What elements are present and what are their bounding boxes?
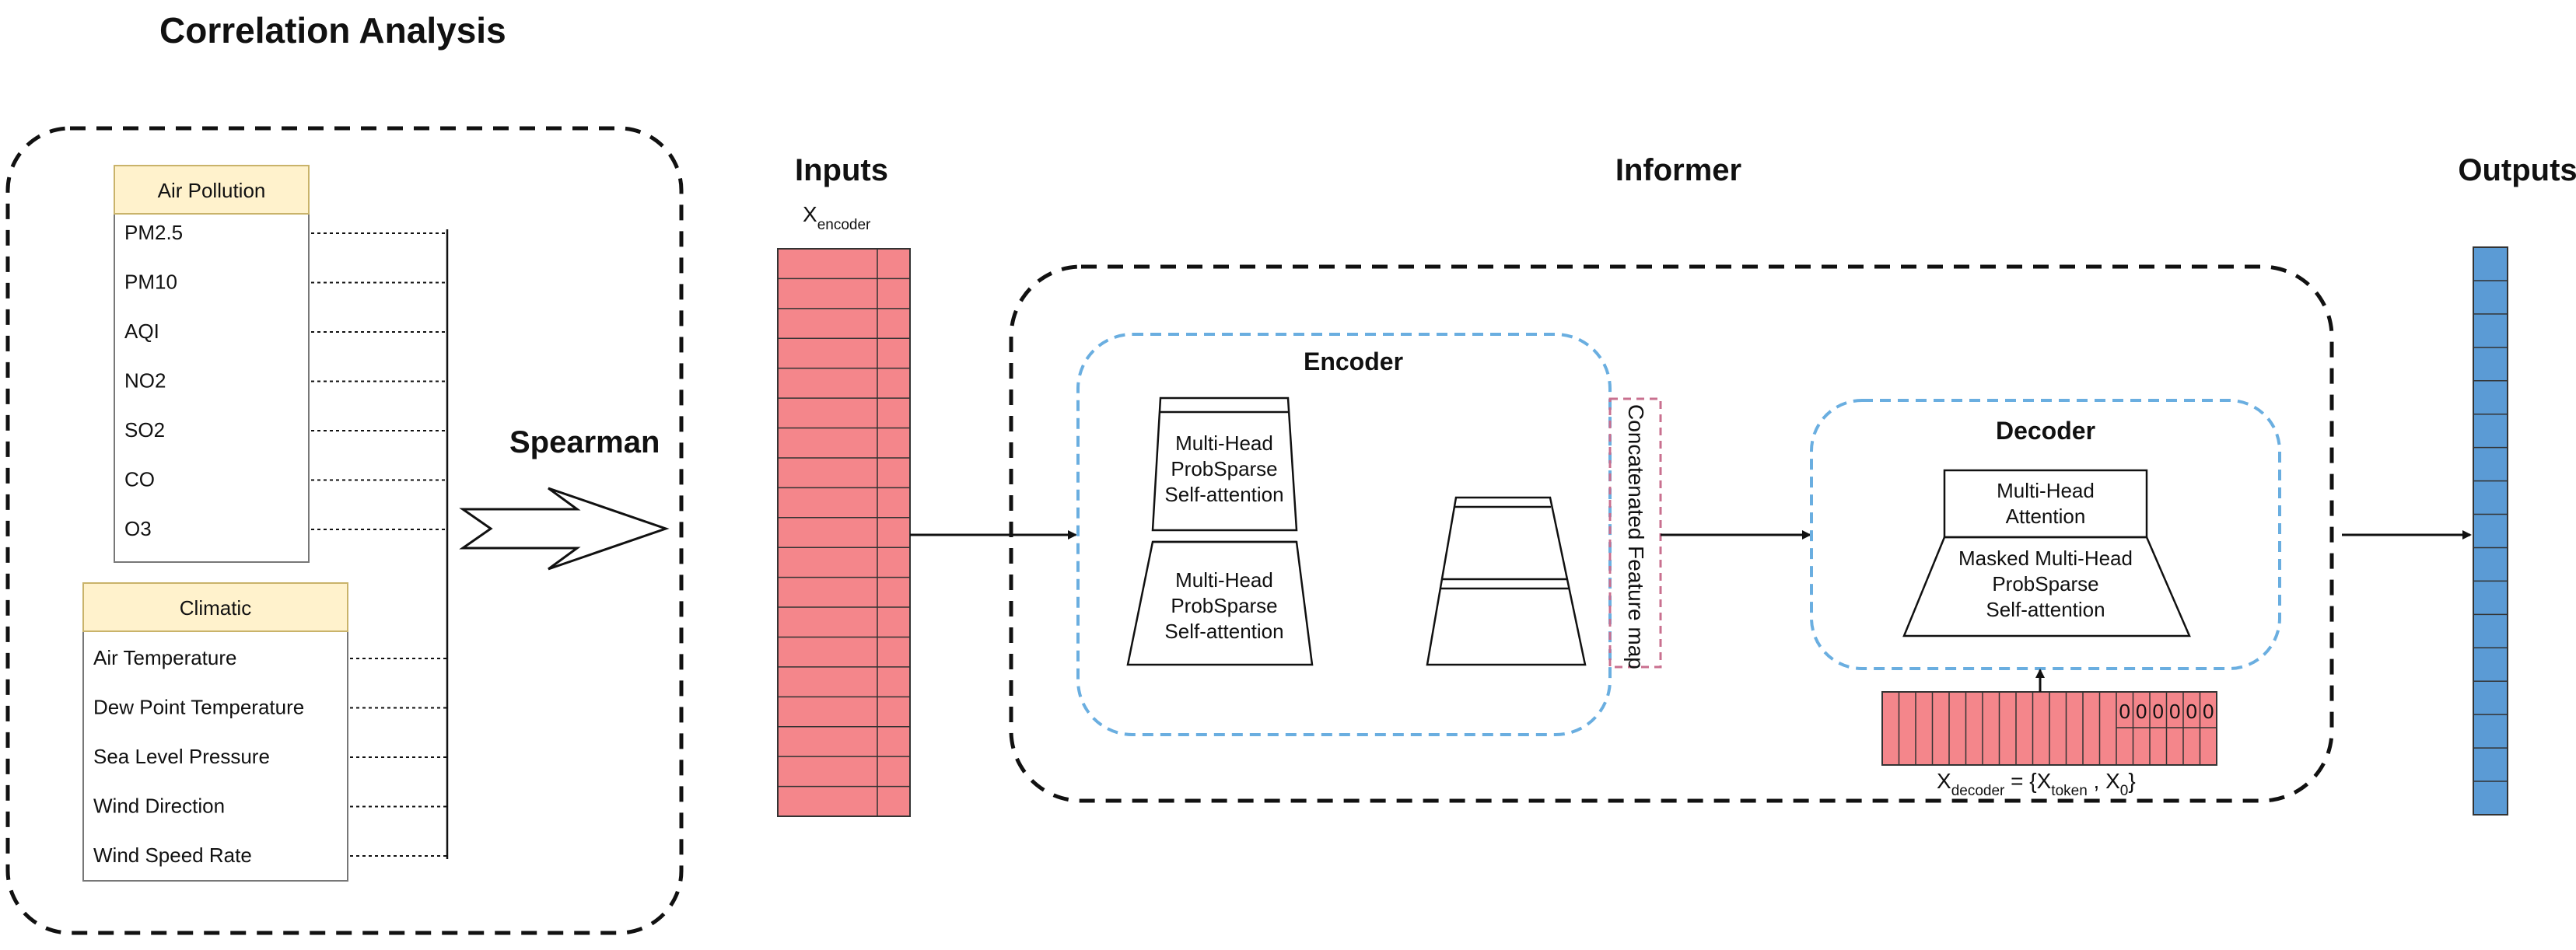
- decoder-zero-token: 0: [2153, 700, 2164, 723]
- decoder-masked-line1: Masked Multi-Head: [1958, 547, 2133, 570]
- encoder-block2-line2: ProbSparse: [1171, 594, 1277, 617]
- decoder-zero-token: 0: [2186, 700, 2197, 723]
- spearman-label: Spearman: [509, 425, 660, 459]
- air-pollution-item: CO: [124, 468, 155, 491]
- air-pollution-item: PM10: [124, 271, 177, 294]
- encoder-distilled-block: [1426, 496, 1587, 666]
- air-pollution-header: Air Pollution: [158, 179, 266, 202]
- encoder-block2-line3: Self-attention: [1164, 620, 1283, 643]
- informer-frame: [1009, 264, 2334, 803]
- informer-title: Informer: [1615, 153, 1741, 187]
- encoder-block1-line1: Multi-Head: [1175, 431, 1273, 455]
- feature-map-label: Concatenated Feature map: [1624, 404, 1648, 669]
- climatic-item: Dew Point Temperature: [93, 696, 304, 719]
- decoder-masked-block: Masked Multi-Head ProbSparse Self-attent…: [1902, 536, 2191, 637]
- encoder-title: Encoder: [1304, 348, 1403, 375]
- decoder-attention-line2: Attention: [2006, 505, 2086, 528]
- encoder-block1-line2: ProbSparse: [1171, 457, 1277, 480]
- decoder-zero-token: 0: [2136, 700, 2147, 723]
- climatic-header: Climatic: [180, 596, 251, 620]
- correlation-analysis-frame: [5, 126, 684, 935]
- outputs-title: Outputs: [2458, 153, 2576, 187]
- x-decoder-formula: Xdecoder = {Xtoken , X0}: [1937, 769, 2136, 799]
- spearman-arrow: [459, 487, 670, 571]
- climatic-item: Wind Speed Rate: [93, 843, 252, 867]
- air-pollution-item: NO2: [124, 369, 166, 393]
- decoder-zero-token: 0: [2119, 700, 2130, 723]
- x-encoder-sub: encoder: [817, 217, 871, 233]
- decoder-masked-line3: Self-attention: [1986, 598, 2105, 621]
- climatic-item: Sea Level Pressure: [93, 745, 270, 768]
- x-encoder-main: X: [803, 202, 817, 226]
- encoder-block-stack: Multi-Head ProbSparse Self-attention Mul…: [1126, 396, 1314, 666]
- output-vector: [2473, 246, 2508, 816]
- climatic-item: Wind Direction: [93, 795, 225, 818]
- encoder-block2-line1: Multi-Head: [1175, 568, 1273, 592]
- climatic-item: Air Temperature: [93, 646, 237, 669]
- encoder-frame: [1076, 333, 1612, 736]
- connector-lines: [311, 232, 447, 857]
- decoder-frame: [1810, 399, 2281, 670]
- decoder-masked-line2: ProbSparse: [1992, 572, 2098, 595]
- input-vector: [777, 248, 911, 817]
- air-pollution-item: AQI: [124, 320, 159, 343]
- output-vector-body: [2473, 246, 2508, 816]
- decoder-attention-block: Multi-Head Attention: [1943, 469, 2148, 539]
- decoder-zero-token: 0: [2203, 700, 2214, 723]
- input-vector-body: [777, 248, 911, 817]
- inputs-title: Inputs: [795, 153, 888, 187]
- air-pollution-item: SO2: [124, 418, 165, 442]
- x-encoder-label: Xencoder: [803, 202, 871, 233]
- encoder-block1-line3: Self-attention: [1164, 483, 1283, 506]
- air-pollution-item: PM2.5: [124, 221, 183, 244]
- decoder-attention-line1: Multi-Head: [1997, 479, 2095, 502]
- feature-map-box: [1608, 397, 1662, 669]
- air-pollution-item: O3: [124, 517, 152, 540]
- correlation-analysis-title: Correlation Analysis: [159, 10, 506, 51]
- decoder-title: Decoder: [1996, 417, 2095, 445]
- decoder-zero-token: 0: [2169, 700, 2180, 723]
